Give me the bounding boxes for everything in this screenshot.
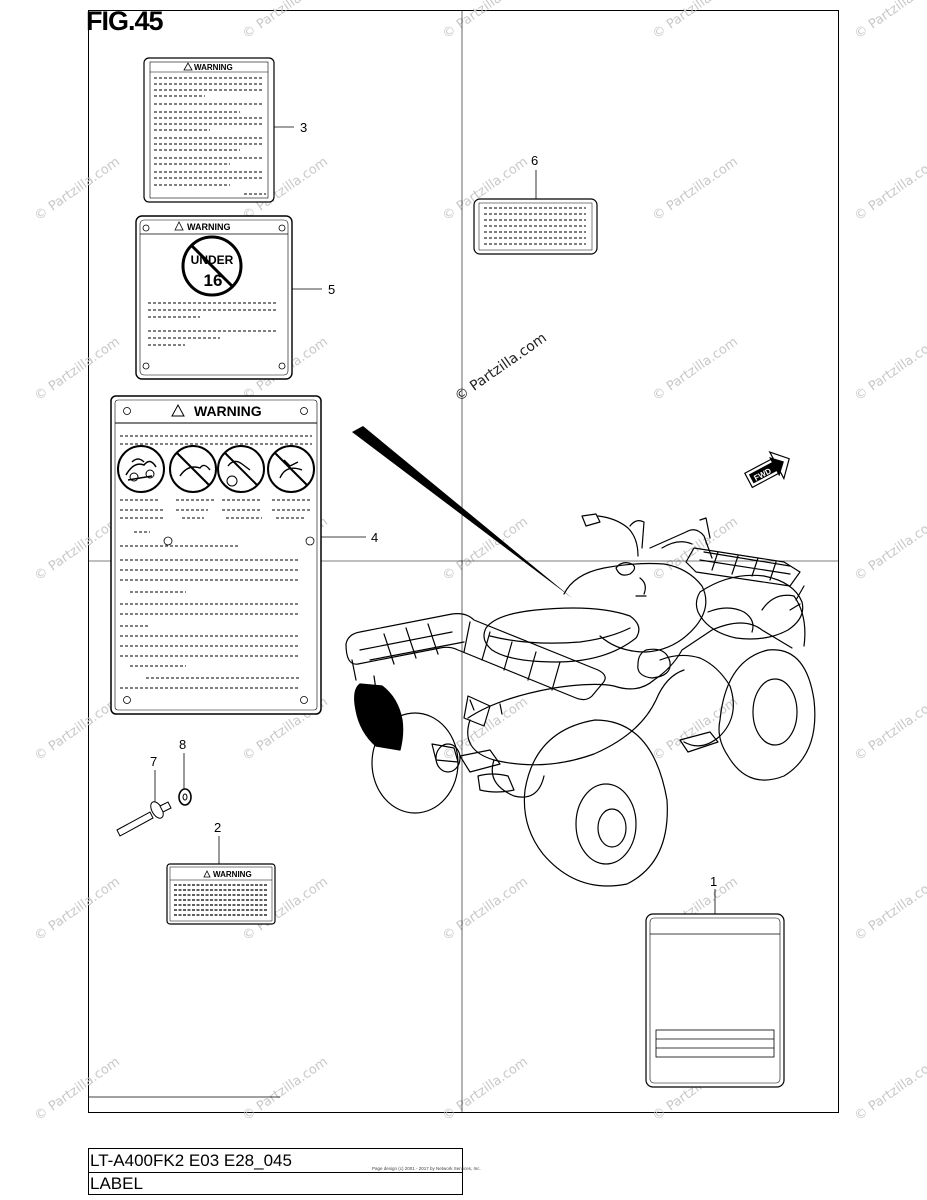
label-6 bbox=[473, 198, 598, 255]
label-5-warning-text: WARNING bbox=[187, 222, 231, 232]
pictogram-3 bbox=[217, 445, 265, 493]
label-3-warning-text: WARNING bbox=[194, 63, 233, 72]
atv-illustration bbox=[345, 513, 816, 887]
pictogram-row bbox=[117, 445, 315, 493]
title-block: LT-A400FK2 E03 E28_045 LABEL bbox=[88, 1148, 463, 1195]
label-1 bbox=[645, 913, 785, 1088]
under-text: UNDER bbox=[191, 253, 234, 267]
callout-3: 3 bbox=[300, 120, 307, 135]
figure-title: FIG.45 bbox=[86, 6, 164, 36]
pictogram-4 bbox=[267, 445, 315, 493]
callout-2: 2 bbox=[214, 820, 221, 835]
callout-6: 6 bbox=[531, 153, 538, 168]
label-3-warning: WARNING bbox=[143, 57, 275, 203]
section-name: LABEL bbox=[90, 1174, 143, 1193]
callout-5: 5 bbox=[328, 282, 335, 297]
pictogram-1 bbox=[117, 445, 165, 493]
part-8-washer bbox=[178, 753, 192, 806]
label-4-warning-text: WARNING bbox=[194, 403, 262, 419]
model-code: LT-A400FK2 E03 E28_045 bbox=[89, 1149, 462, 1173]
pointer-arrow bbox=[352, 426, 572, 598]
pictogram-2 bbox=[169, 445, 217, 493]
diagram-frame bbox=[88, 10, 839, 1113]
label-2-warning-text: WARNING bbox=[213, 870, 252, 879]
part-7-rivet bbox=[116, 770, 172, 837]
age-text: 16 bbox=[204, 271, 223, 290]
callout-7: 7 bbox=[150, 754, 157, 769]
callout-1: 1 bbox=[710, 874, 717, 889]
label-5-under-16: WARNING UNDER 16 bbox=[135, 215, 293, 380]
callout-8: 8 bbox=[179, 737, 186, 752]
fwd-arrow: FWD bbox=[744, 450, 790, 489]
label-2-warning: WARNING bbox=[166, 863, 276, 925]
callout-4: 4 bbox=[371, 530, 378, 545]
copyright-note: Page design (c) 2001 - 2017 by Network S… bbox=[372, 1166, 481, 1171]
label-4-warning-large: WARNING bbox=[110, 395, 322, 715]
